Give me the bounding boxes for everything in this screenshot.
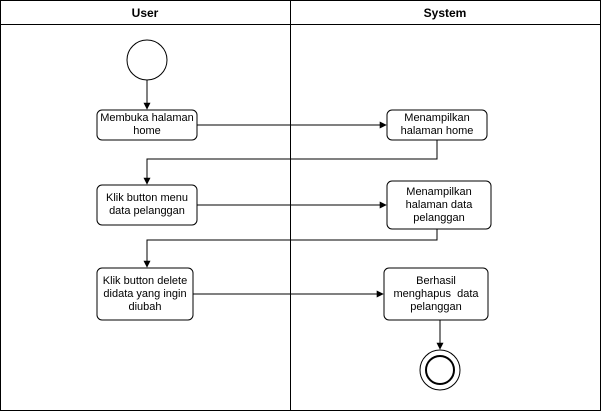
- activity-box-user-open-home: [96, 109, 198, 141]
- activity-box-sys-show-customer: [386, 180, 492, 230]
- flow-show-customer-to-click-delete: [143, 229, 438, 268]
- start-node: [126, 39, 168, 81]
- lane-title-system: System: [424, 6, 467, 20]
- end-node-inner: [425, 355, 455, 385]
- lane-title-user: User: [132, 6, 159, 20]
- activity-box-sys-show-home: [386, 109, 488, 141]
- activity-box-user-click-delete: [96, 267, 194, 321]
- flow-show-home-to-click-menu: [143, 140, 438, 185]
- activity-box-sys-delete-success: [383, 267, 489, 321]
- activity-box-user-click-menu: [96, 184, 198, 226]
